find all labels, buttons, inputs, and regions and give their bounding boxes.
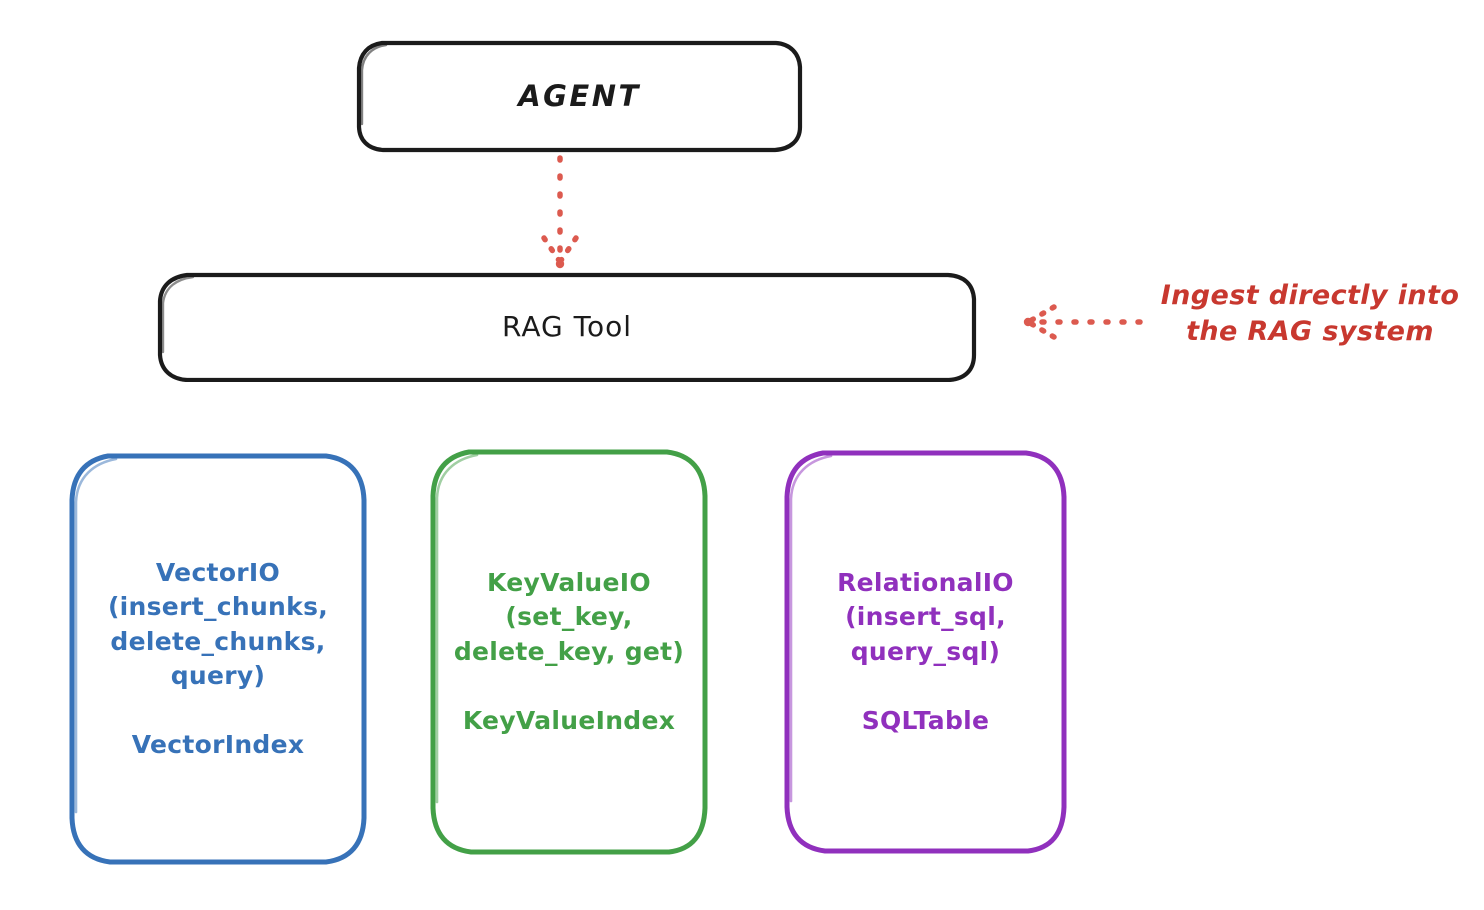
vector-io-box-outline bbox=[69, 453, 367, 865]
key-value-io-box-outline bbox=[430, 449, 708, 855]
ingest-annotation-text: Ingest directly into the RAG system bbox=[1160, 280, 1460, 347]
node-relational-io[interactable]: RelationalIO (insert_sql, query_sql) SQL… bbox=[783, 449, 1068, 855]
vector-io-label: VectorIO (insert_chunks, delete_chunks, … bbox=[107, 557, 329, 760]
node-rag-tool[interactable]: RAG Tool bbox=[157, 272, 977, 382]
ingest-to-rag-tool-arrow bbox=[1023, 304, 1143, 340]
rag-tool-label: RAG Tool bbox=[502, 309, 632, 343]
agent-to-rag-tool-arrow bbox=[541, 155, 579, 269]
rag-tool-box-outline bbox=[157, 272, 977, 382]
key-value-io-label: KeyValueIO (set_key, delete_key, get) Ke… bbox=[453, 567, 685, 735]
node-vector-io[interactable]: VectorIO (insert_chunks, delete_chunks, … bbox=[68, 452, 368, 866]
relational-io-box-outline bbox=[784, 450, 1067, 854]
node-key-value-io[interactable]: KeyValueIO (set_key, delete_key, get) Ke… bbox=[429, 448, 709, 856]
node-agent[interactable]: AGENT bbox=[356, 40, 803, 153]
agent-box-outline bbox=[356, 40, 803, 153]
agent-label: AGENT bbox=[518, 78, 641, 113]
relational-io-label: RelationalIO (insert_sql, query_sql) SQL… bbox=[837, 567, 1014, 735]
